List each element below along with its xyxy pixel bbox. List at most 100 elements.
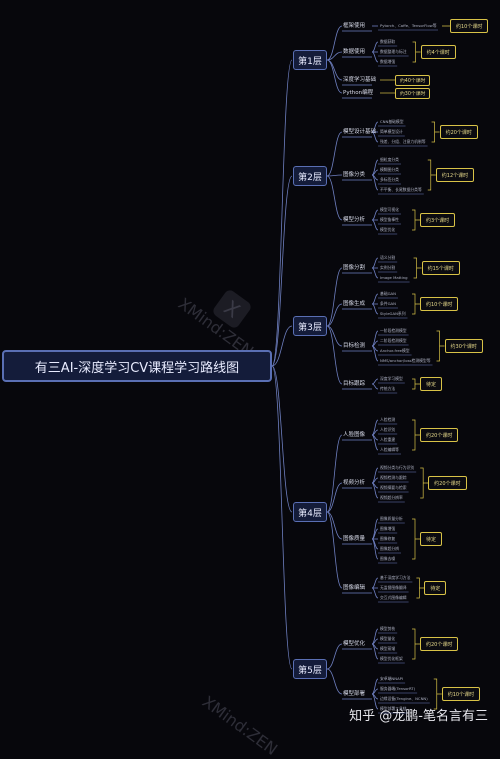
branch-line [371, 257, 379, 269]
leaf-node[interactable]: 基础GAN [380, 291, 396, 296]
topic-node[interactable]: 模型分析 [343, 217, 366, 223]
topic-node[interactable]: 图像生成 [343, 301, 366, 307]
leaf-node[interactable]: 二阶段检测模型 [380, 338, 407, 343]
note-badge[interactable]: 约10个课时 [420, 297, 459, 311]
note-badge[interactable]: 待定 [420, 532, 443, 546]
leaf-node[interactable]: 模型蒸馏 [380, 646, 396, 651]
topic-node[interactable]: 框架使用 [343, 23, 366, 29]
leaf-node[interactable]: NMS/anchor/loss检测模型等 [380, 358, 431, 363]
topic-node[interactable]: 图像分割 [343, 265, 366, 271]
topic-node[interactable]: 模型优化 [343, 641, 366, 647]
topic-node[interactable]: 视频分析 [343, 480, 366, 486]
layer-node[interactable]: 第2层 [293, 166, 327, 186]
leaf-node[interactable]: 模型部署工具链 [380, 706, 407, 711]
leaf-node[interactable]: 人脸重建 [380, 437, 396, 442]
leaf-node[interactable]: 模型鲁棒性 [380, 217, 399, 222]
note-badge[interactable]: 待定 [420, 377, 443, 391]
note-badge[interactable]: 约40个课时 [395, 75, 431, 86]
leaf-node[interactable]: 一阶段检测模型 [380, 328, 407, 333]
leaf-node[interactable]: 图像质量分析 [380, 516, 403, 521]
note-badge[interactable]: 约3个课时 [420, 213, 456, 227]
topic-node[interactable]: 图像质量 [343, 536, 366, 542]
note-badge[interactable]: 约30个课时 [395, 88, 431, 99]
branch-line [326, 51, 343, 61]
topic-node[interactable]: 模型设计基础 [343, 129, 377, 135]
leaf-node[interactable]: 视频摘要与检索 [380, 485, 407, 490]
leaf-node[interactable]: Anchor-free模型 [380, 348, 410, 353]
leaf-node[interactable]: 人脸识别 [380, 427, 396, 432]
leaf-node[interactable]: 人脸检测 [380, 417, 396, 422]
note-badge[interactable]: 约10个课时 [450, 19, 489, 33]
leaf-node[interactable]: 不平衡、长尾数据分类等 [380, 187, 422, 192]
leaf-node[interactable]: 边缘设备(Tengine、NCNN) [380, 696, 428, 701]
note-badge[interactable]: 约20个课时 [420, 428, 459, 442]
note-badge[interactable]: 约20个课时 [439, 125, 478, 139]
leaf-node[interactable]: 数据获取 [380, 39, 396, 44]
leaf-node[interactable]: 人脸编辑等 [380, 447, 399, 452]
leaf-node[interactable]: 交互式图像编辑 [380, 595, 407, 600]
leaf-node[interactable]: 无监督图像翻译 [380, 585, 407, 590]
leaf-node[interactable]: 模型剪枝 [380, 626, 396, 631]
topic-node[interactable]: 深度学习基础 [343, 77, 377, 83]
leaf-node[interactable]: 条件GAN [380, 301, 396, 306]
bracket-line [412, 378, 420, 390]
leaf-node[interactable]: 基于深度学习方法 [380, 575, 411, 580]
topic-node[interactable]: 目标检测 [343, 343, 366, 349]
leaf-node[interactable]: 数据整理与标注 [380, 49, 407, 54]
leaf-node[interactable]: Pytorch、Caffe、TensorFlow等 [380, 23, 437, 28]
topic-node[interactable]: 图像分类 [343, 172, 366, 178]
note-badge[interactable]: 约15个课时 [421, 261, 460, 275]
leaf-node[interactable]: 模糊图分类 [380, 167, 399, 172]
leaf-node[interactable]: 视频超分辨率 [380, 495, 403, 500]
leaf-node[interactable]: 视频分类与行为识别 [380, 465, 415, 470]
leaf-node[interactable]: 模型优化 [380, 227, 396, 232]
leaf-node[interactable]: 模型优化框架 [380, 656, 403, 661]
topic-node[interactable]: 数据使用 [343, 49, 366, 55]
leaf-node[interactable]: StyleGAN系列 [380, 311, 406, 316]
branch-line [371, 303, 379, 315]
leaf-node[interactable]: 多标签分类 [380, 177, 399, 182]
leaf-node[interactable]: 模型可视化 [380, 207, 399, 212]
leaf-node[interactable]: Image Matting [380, 275, 408, 280]
root-topic[interactable]: 有三AI-深度学习CV课程学习路线图 [2, 350, 272, 382]
leaf-node[interactable]: 图像超分辨 [380, 546, 399, 551]
leaf-node[interactable]: 安卓端NNAPI [380, 676, 404, 681]
note-badge[interactable]: 约12个课时 [435, 168, 475, 182]
topic-node[interactable]: 目标跟踪 [343, 381, 366, 387]
leaf-node[interactable]: 实例分割 [380, 265, 396, 270]
branch-line [326, 668, 343, 695]
leaf-node[interactable]: 图像增强 [380, 526, 396, 531]
leaf-node[interactable]: 细粒度分类 [380, 157, 399, 162]
topic-node[interactable]: 模型部署 [343, 691, 366, 697]
leaf-node[interactable]: 视频检测与跟踪 [380, 475, 407, 480]
note-badge[interactable]: 约20个课时 [428, 476, 467, 490]
layer-node[interactable]: 第3层 [293, 316, 327, 336]
leaf-node[interactable]: 语义分割 [380, 255, 396, 260]
leaf-node[interactable]: 图像去噪 [380, 556, 396, 561]
layer-node[interactable]: 第5层 [293, 659, 327, 679]
layer-node[interactable]: 第1层 [293, 50, 327, 70]
branch-line [371, 293, 379, 305]
branch-line [326, 434, 343, 513]
leaf-node[interactable]: 数据增强 [380, 59, 396, 64]
leaf-node[interactable]: 图像修复 [380, 536, 396, 541]
layer-node[interactable]: 第4层 [293, 502, 327, 522]
branch-line [326, 59, 343, 94]
note-badge[interactable]: 约10个课时 [441, 687, 481, 701]
leaf-node[interactable]: 传统方法 [380, 386, 396, 391]
topic-node[interactable]: 人脸图像 [343, 432, 366, 438]
leaf-node[interactable]: CNN基础模型 [380, 119, 404, 124]
leaf-node[interactable]: 模型量化 [380, 636, 396, 641]
bracket-line [412, 419, 420, 451]
topic-node[interactable]: 图像编辑 [343, 585, 366, 591]
leaf-node[interactable]: 残差、分组、注意力机制等 [380, 139, 426, 144]
note-badge[interactable]: 约4个课时 [420, 45, 456, 59]
leaf-node[interactable]: 服务器端(TensorRT) [380, 686, 416, 691]
branch-line [326, 267, 343, 327]
leaf-node[interactable]: 深度学习模型 [380, 376, 403, 381]
note-badge[interactable]: 约20个课时 [420, 637, 459, 651]
note-badge[interactable]: 约30个课时 [444, 339, 483, 353]
topic-node[interactable]: Python编程 [343, 90, 374, 96]
leaf-node[interactable]: 简单模型设计 [380, 129, 403, 134]
note-badge[interactable]: 待定 [424, 581, 447, 595]
